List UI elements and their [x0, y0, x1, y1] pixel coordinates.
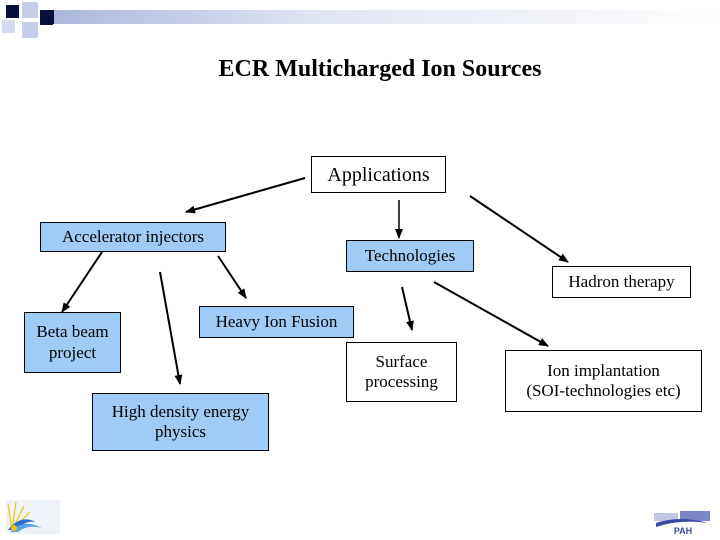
decor-square-dark-2b — [40, 10, 54, 24]
node-accelerator-injectors: Accelerator injectors — [40, 222, 226, 252]
node-surface-processing-label: Surface processing — [365, 351, 438, 391]
decor-square-light-3 — [22, 22, 38, 38]
node-heavy-ion-fusion: Heavy Ion Fusion — [199, 306, 354, 338]
node-applications: Applications — [311, 156, 446, 193]
decor-square-light-2 — [2, 20, 15, 33]
node-high-density-physics-label: High density energy physics — [111, 401, 250, 441]
arrow-technologies-to-surface — [401, 286, 414, 331]
node-heavy-ion-fusion-label: Heavy Ion Fusion — [215, 311, 338, 331]
node-hadron-therapy: Hadron therapy — [552, 266, 691, 298]
decor-gradient-bar — [40, 10, 720, 24]
arrow-accelerator-to-highdensity — [159, 271, 183, 385]
node-technologies: Technologies — [346, 240, 474, 272]
arrow-accelerator-to-beta — [61, 251, 103, 313]
decor-square-light-1 — [22, 2, 38, 18]
node-ion-implantation: Ion implantation (SOI-technologies etc) — [505, 350, 702, 412]
node-surface-processing: Surface processing — [346, 342, 457, 402]
ras-logo-icon: РАН — [650, 505, 716, 537]
node-ion-implantation-label: Ion implantation (SOI-technologies etc) — [526, 360, 681, 400]
arrow-technologies-to-implantation — [433, 281, 549, 347]
node-accelerator-injectors-label: Accelerator injectors — [61, 226, 205, 246]
slide-title: ECR Multicharged Ion Sources — [218, 56, 542, 82]
sunrise-logo-icon — [6, 500, 60, 534]
decor-square-dark-1 — [6, 5, 19, 18]
node-technologies-label: Technologies — [364, 245, 456, 265]
node-beta-beam: Beta beam project — [24, 312, 121, 373]
arrow-accelerator-to-heavyion — [217, 255, 247, 299]
node-hadron-therapy-label: Hadron therapy — [568, 271, 675, 291]
node-beta-beam-label: Beta beam project — [36, 322, 109, 362]
node-high-density-physics: High density energy physics — [92, 393, 269, 451]
node-applications-label: Applications — [327, 163, 430, 186]
ras-logo-text: РАН — [674, 526, 692, 536]
arrow-applications-to-accelerator — [185, 177, 306, 214]
arrow-applications-to-hadron — [469, 195, 569, 263]
